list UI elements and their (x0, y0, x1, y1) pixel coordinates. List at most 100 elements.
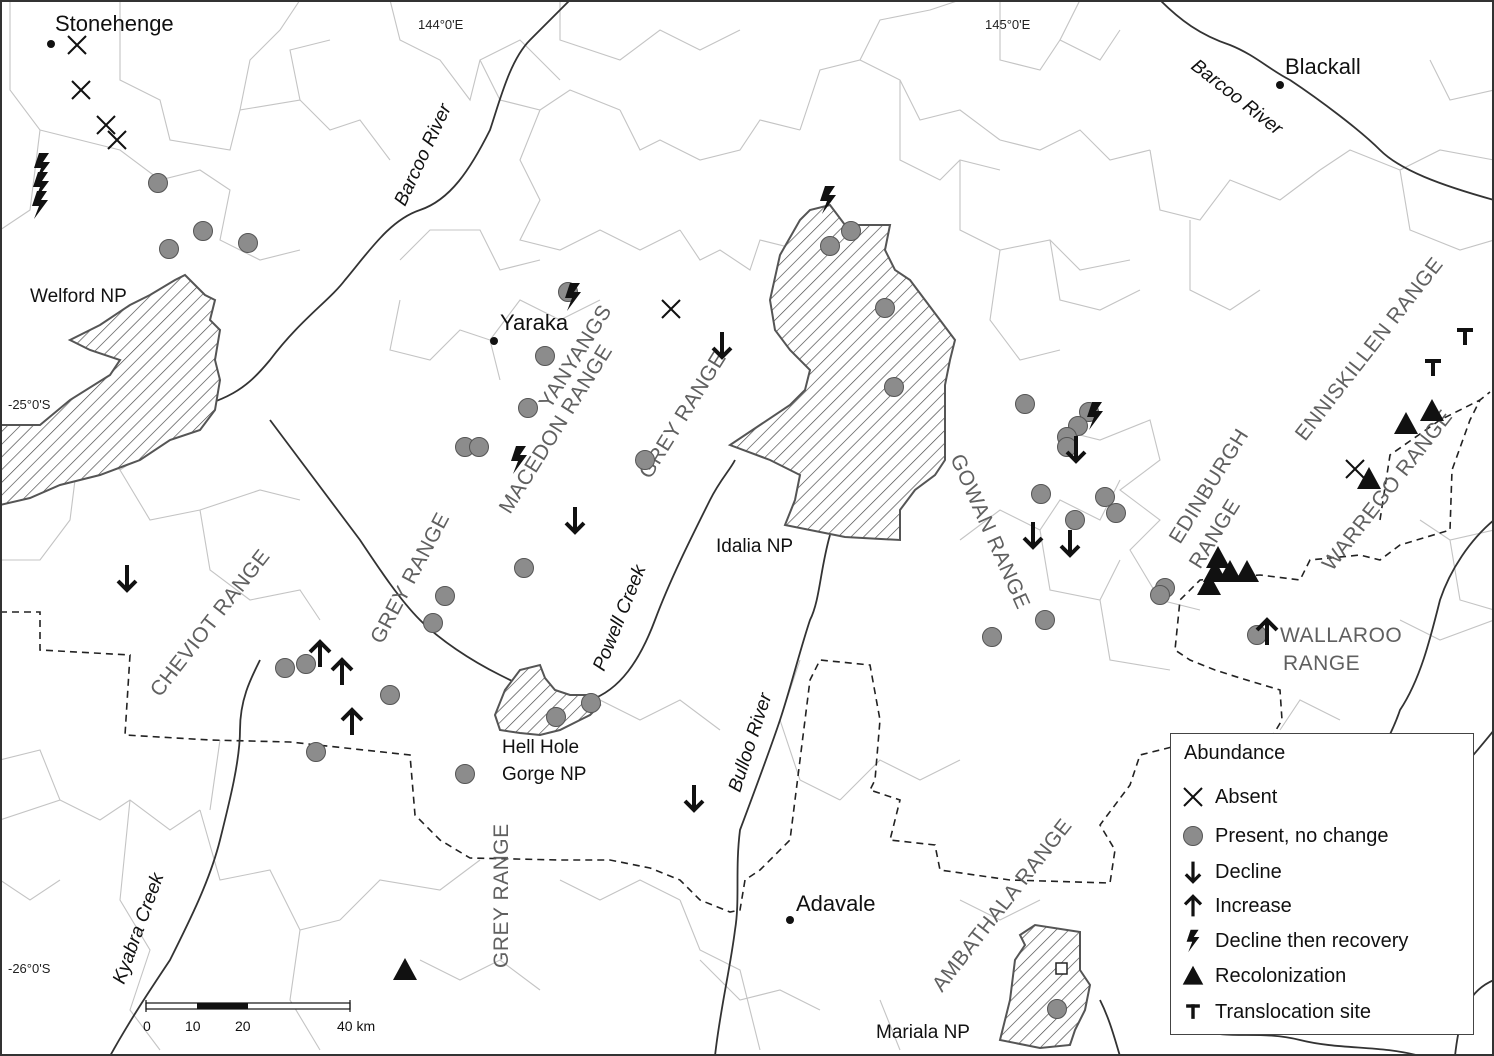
present-marker (423, 613, 443, 633)
wallaroo-range-label: RANGE (1283, 652, 1360, 675)
decline-marker (1059, 528, 1081, 557)
absent-marker (71, 80, 91, 100)
barcoo-river-east (1159, 0, 1494, 201)
triangle-icon (1182, 965, 1204, 985)
recolonization-marker (393, 958, 417, 980)
translocation-marker (1425, 359, 1441, 376)
present-marker (148, 173, 168, 193)
svg-text:-25°0'S: -25°0'S (8, 397, 51, 412)
mariala-np-area (998, 923, 1092, 1050)
present-marker (635, 450, 655, 470)
legend-item-decline-recovery: Decline then recovery (1171, 926, 1471, 956)
present-marker (193, 221, 213, 241)
kyabra-creek-label: Kyabra Creek (109, 869, 169, 987)
towns: Stonehenge Blackall Yaraka Adavale (47, 11, 1361, 924)
present-marker (535, 346, 555, 366)
town-yaraka: Yaraka (500, 310, 569, 335)
present-marker (435, 586, 455, 606)
scale-bar: 0 10 20 40 km (143, 1000, 375, 1034)
cross-icon (1183, 787, 1203, 807)
present-marker (1035, 610, 1055, 630)
increase-marker (340, 708, 364, 737)
town-stonehenge: Stonehenge (55, 11, 174, 36)
legend: Abundance Absent Present, no change Decl… (1170, 733, 1474, 1035)
present-marker (546, 707, 566, 727)
legend-item-present: Present, no change (1171, 821, 1471, 851)
town-adavale: Adavale (796, 891, 876, 916)
decline-marker (116, 563, 138, 592)
svg-text:0: 0 (143, 1018, 151, 1034)
up-arrow-icon (1183, 894, 1203, 918)
decline-recovery-marker (32, 191, 48, 219)
decline-marker (1022, 520, 1044, 549)
circle-icon (1183, 826, 1203, 846)
bulloo-river-label: Bulloo River (725, 690, 777, 795)
powell-creek-label: Powell Creek (589, 561, 651, 674)
decline-marker (564, 505, 586, 534)
present-marker (469, 437, 489, 457)
present-marker (514, 558, 534, 578)
absent-marker (107, 130, 127, 150)
absent-marker (1345, 459, 1365, 479)
present-marker (875, 298, 895, 318)
svg-text:40 km: 40 km (337, 1018, 375, 1034)
barcoo-river-west-label: Barcoo River (390, 100, 456, 209)
town-blackall: Blackall (1285, 54, 1361, 79)
increase-marker (330, 658, 354, 687)
hell-hole-label-1: Hell Hole (502, 737, 579, 758)
present-marker (581, 693, 601, 713)
welford-np-area (0, 273, 222, 507)
present-marker (841, 221, 861, 241)
legend-item-translocation: Translocation site (1171, 997, 1471, 1027)
present-marker (1150, 585, 1170, 605)
legend-item-recolonization: Recolonization (1171, 961, 1471, 991)
shire-boundary (0, 391, 1491, 913)
svg-text:145°0'E: 145°0'E (985, 17, 1031, 32)
present-marker (1031, 484, 1051, 504)
present-marker (380, 685, 400, 705)
present-marker (1095, 487, 1115, 507)
coordinate-labels: 144°0'E 145°0'E -25°0'S -26°0'S (8, 17, 1031, 976)
barcoo-river-east-label: Barcoo River (1187, 55, 1287, 140)
svg-text:-26°0'S: -26°0'S (8, 961, 51, 976)
legend-item-increase: Increase (1171, 891, 1471, 921)
absent-marker (96, 115, 116, 135)
mariala-homestead (1055, 962, 1068, 975)
idalia-np-area (727, 203, 957, 542)
svg-text:20: 20 (235, 1018, 251, 1034)
recolonization-marker (1357, 467, 1381, 489)
present-marker (518, 398, 538, 418)
recolonization-marker (1235, 560, 1259, 582)
recolonization-marker (1394, 412, 1418, 434)
kyabra-creek (109, 659, 261, 1056)
wallaroo-label: WALLAROO (1280, 624, 1402, 647)
absent-marker (661, 299, 681, 319)
svg-text:144°0'E: 144°0'E (418, 17, 464, 32)
warrego-range-label: WARREGO RANGE (1318, 406, 1457, 575)
svg-text:10: 10 (185, 1018, 201, 1034)
national-parks (0, 203, 1092, 1050)
present-marker (1065, 510, 1085, 530)
hell-hole-label-2: Gorge NP (502, 764, 586, 785)
lightning-icon (1186, 929, 1200, 953)
present-marker (1015, 394, 1035, 414)
present-marker (982, 627, 1002, 647)
present-marker (455, 764, 475, 784)
decline-marker (683, 783, 705, 812)
absent-marker (67, 35, 87, 55)
present-marker (159, 239, 179, 259)
present-marker (1106, 503, 1126, 523)
present-marker (820, 236, 840, 256)
present-marker (306, 742, 326, 762)
present-marker (884, 377, 904, 397)
decline-marker (711, 330, 733, 359)
welford-np-label: Welford NP (30, 286, 127, 307)
present-marker (296, 654, 316, 674)
gowan-range-label: GOWAN RANGE (945, 451, 1034, 613)
legend-item-decline: Decline (1171, 857, 1471, 887)
np-labels: Welford NP Idalia NP Hell Hole Gorge NP … (30, 286, 970, 1043)
idalia-np-label: Idalia NP (716, 536, 793, 557)
grey-range-south-label: GREY RANGE (490, 823, 513, 968)
